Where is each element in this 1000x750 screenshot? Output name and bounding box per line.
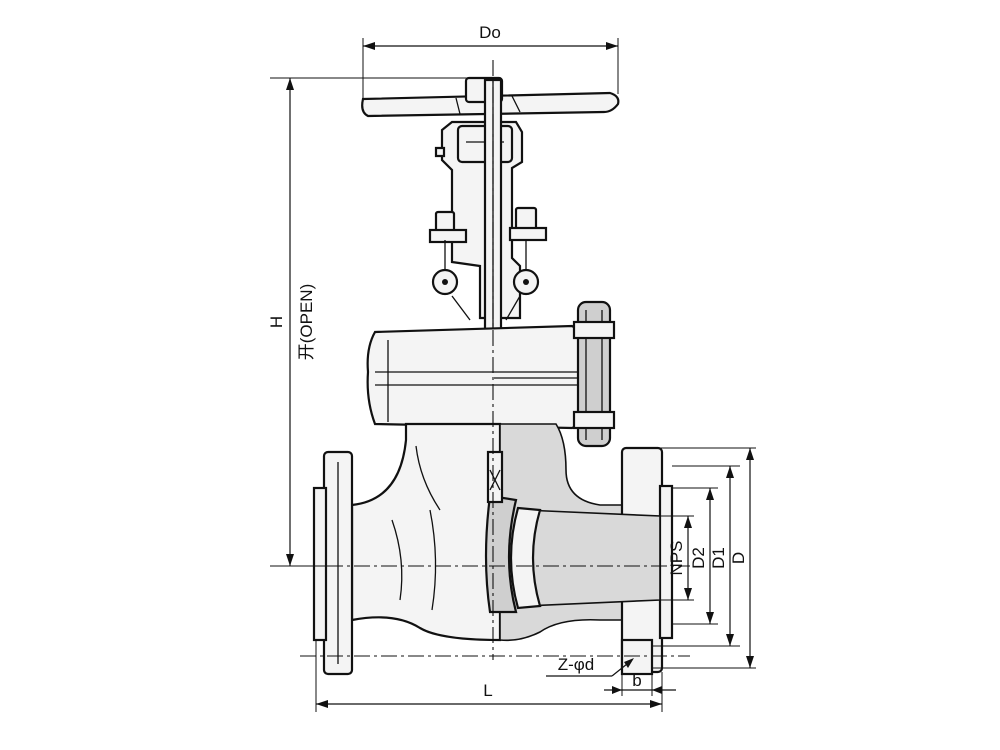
gland-bolts (428, 206, 548, 321)
label-b: b (632, 671, 641, 690)
dimension-do (362, 38, 619, 98)
label-bolt-holes: Z-φd (558, 655, 595, 674)
bonnet (366, 324, 592, 430)
label-nps: NPS (667, 541, 686, 576)
centerlines (300, 60, 690, 660)
label-d: D (729, 552, 748, 564)
left-flange (312, 450, 354, 676)
dimension-right (650, 447, 756, 669)
label-open: 开(OPEN) (297, 284, 316, 361)
label-l: L (483, 681, 492, 700)
label-d2: D2 (689, 547, 708, 569)
dimension-b (604, 672, 676, 696)
label-do: Do (479, 23, 501, 42)
dimension-h (270, 77, 490, 567)
label-h: H (267, 316, 286, 328)
bonnet-bolt (494, 300, 616, 448)
label-d1: D1 (709, 547, 728, 569)
dimension-l (315, 640, 663, 712)
dimension-bolt-holes (546, 658, 634, 677)
